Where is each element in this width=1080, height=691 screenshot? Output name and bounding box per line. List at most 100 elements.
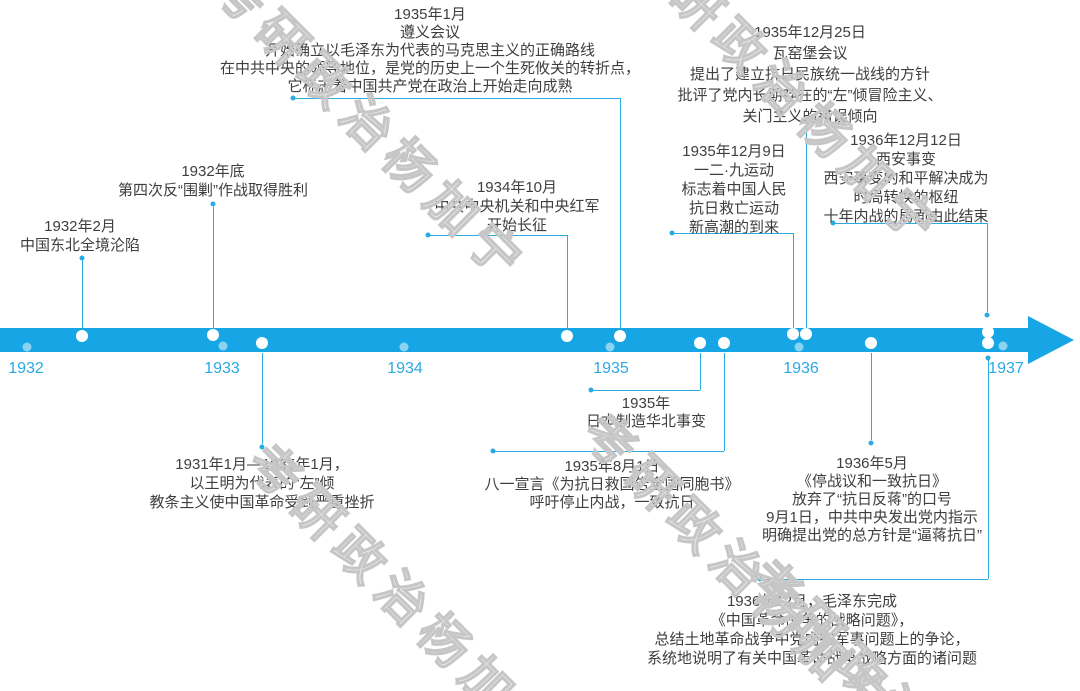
event-line: 放弃了“抗日反蒋”的口号 <box>792 491 952 508</box>
year-tick-dot <box>605 342 615 352</box>
event-line: 1932年2月 <box>44 218 116 235</box>
connector-line <box>591 390 700 391</box>
event-line: 第四次反“围剿”作战取得胜利 <box>118 182 308 199</box>
event-line: 1935年1月 <box>394 6 466 23</box>
event-line: 瓦窑堡会议 <box>772 45 848 62</box>
year-label-1933: 1933 <box>204 360 240 377</box>
connector-line <box>988 360 989 579</box>
event-line: 1934年10月 <box>476 179 558 196</box>
event-line: 开始长征 <box>486 217 548 234</box>
connector-line <box>672 233 793 234</box>
year-tick-dot <box>794 342 804 352</box>
timeline-arrowhead <box>1028 316 1074 364</box>
timeline-event-dot <box>787 328 799 340</box>
event-line: 遵义会议 <box>399 24 461 41</box>
event-line: 1935年8月1日 <box>564 458 660 475</box>
event-line: 时局转换的枢纽 <box>853 189 959 206</box>
connector-line <box>760 579 988 580</box>
year-label-1935: 1935 <box>593 360 629 377</box>
timeline-event-dot <box>207 329 219 341</box>
year-tick-dot <box>998 341 1008 351</box>
event-north-china-incident: 1935年日本制造华北事变 <box>586 395 706 431</box>
event-line: 开始确立以毛泽东为代表的马克思主义的正确路线 <box>264 42 596 59</box>
event-line: 抗日救亡运动 <box>688 200 780 217</box>
connector-node-dot <box>830 220 836 226</box>
connector-line <box>428 235 567 236</box>
event-line: 中国东北全境沦陷 <box>19 237 141 254</box>
event-line: 批评了党内长期存在的“左”倾冒险主义、 <box>677 87 943 104</box>
year-label-1937: 1937 <box>988 360 1024 377</box>
event-fourth-encirclement-victory: 1932年底第四次反“围剿”作战取得胜利 <box>118 162 308 200</box>
connector-node-dot <box>803 116 809 122</box>
connector-line <box>82 260 83 330</box>
event-zunyi-conference: 1935年1月遵义会议开始确立以毛泽东为代表的马克思主义的正确路线在中共中央的领… <box>220 6 640 96</box>
connector-node-dot <box>259 444 265 450</box>
event-line: 《停战议和一致抗日》 <box>796 473 947 490</box>
timeline-event-dot <box>561 330 573 342</box>
connector-node-dot <box>490 448 496 454</box>
year-tick-dot <box>22 342 32 352</box>
event-line: 呼吁停止内战，一致抗日 <box>529 494 695 511</box>
event-line: 西安事变 <box>875 151 937 168</box>
event-northeast-china-fall: 1932年2月中国东北全境沦陷 <box>20 217 140 255</box>
event-line: 日本制造华北事变 <box>585 413 707 430</box>
connector-node-dot <box>757 576 763 582</box>
connector-node-dot <box>79 255 85 261</box>
connector-node-dot <box>868 440 874 446</box>
connector-node-dot <box>425 232 431 238</box>
event-august-1-declaration: 1935年8月1日八一宣言《为抗日救国告全国同胞书》呼吁停止内战，一致抗日 <box>484 458 739 512</box>
event-line: 1932年底 <box>181 163 245 180</box>
connector-line <box>700 353 701 390</box>
event-xian-incident: 1936年12月12日西安事变西安事变的和平解决成为时局转换的枢纽十年内战的局面… <box>823 131 988 226</box>
connector-line <box>724 353 725 451</box>
connector-line <box>806 121 807 328</box>
timeline-event-dot <box>865 337 877 349</box>
year-label-1934: 1934 <box>387 360 423 377</box>
event-line: 它标志着中国共产党在政治上开始走向成熟 <box>287 78 573 95</box>
connector-line <box>793 233 794 328</box>
timeline-event-dot <box>982 337 994 349</box>
connector-node-dot <box>588 387 594 393</box>
event-line: 八一宣言《为抗日救国告全国同胞书》 <box>484 476 740 493</box>
event-line: 1936年12月12日 <box>850 132 962 149</box>
connector-line <box>871 353 872 440</box>
timeline-event-dot <box>256 337 268 349</box>
connector-line <box>262 353 263 444</box>
connector-node-dot <box>669 230 675 236</box>
connector-line <box>567 235 568 330</box>
event-line: 1936年5月 <box>836 455 908 472</box>
event-line: 9月1日，中共中央发出党内指示 <box>766 509 978 526</box>
timeline-event-dot <box>76 330 88 342</box>
event-line: 西安事变的和平解决成为 <box>823 170 989 187</box>
timeline-event-dot <box>718 337 730 349</box>
timeline-event-dot <box>800 328 812 340</box>
timeline-event-dot <box>614 330 626 342</box>
year-tick-dot <box>218 341 228 351</box>
event-long-march-start: 1934年10月中共中央机关和中央红军开始长征 <box>434 178 599 235</box>
event-line: 1935年 <box>621 395 671 412</box>
event-line: 新高潮的到来 <box>688 219 780 236</box>
event-line: 1936年12月，毛泽东完成 <box>726 593 898 610</box>
connector-line <box>213 207 214 330</box>
connector-node-dot <box>210 201 216 207</box>
event-line: 1935年12月25日 <box>754 24 866 41</box>
event-line: 明确提出党的总方针是“逼蒋抗日” <box>762 527 982 544</box>
event-line: 系统地说明了有关中国革命战争战略方面的诸问题 <box>646 650 978 667</box>
event-line: 提出了建立抗日民族统一战线的方针 <box>689 66 930 83</box>
event-line: 以王明为代表的“左”倾 <box>189 475 335 492</box>
event-line: 关门主义的错误倾向 <box>742 108 878 125</box>
event-wang-ming-left-dogmatism: 1931年1月—1935年1月， 以王明为代表的“左”倾教条主义使中国革命受到严重… <box>149 455 374 512</box>
event-line: 《中国革命战争的战略问题》， <box>710 612 914 629</box>
event-line: 教条主义使中国革命受到严重挫折 <box>149 494 375 511</box>
timeline-event-dot <box>982 326 994 338</box>
event-line: 1931年1月—1935年1月， <box>175 456 349 473</box>
event-line: 在中共中央的领导地位，是党的历史上一个生死攸关的转折点， <box>219 60 641 77</box>
event-line: 标志着中国人民 <box>681 181 787 198</box>
event-line: 总结土地革命战争中党内在军事问题上的争论， <box>654 631 970 648</box>
connector-line <box>620 98 621 330</box>
connector-line <box>833 223 987 224</box>
event-line: 1935年12月9日 <box>682 143 786 160</box>
event-line: 中共中央机关和中央红军 <box>434 198 600 215</box>
